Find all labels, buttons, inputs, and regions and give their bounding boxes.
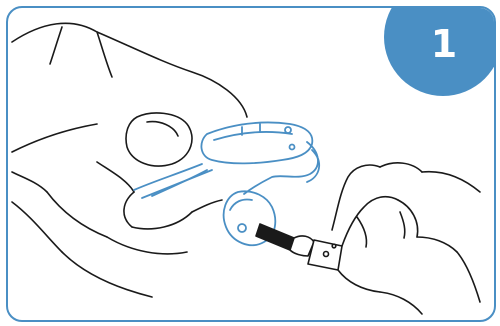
hearing-aid-icon xyxy=(133,121,321,247)
step-badge: 1 xyxy=(384,8,494,96)
filter-tool-icon xyxy=(255,223,343,271)
left-hand-icon xyxy=(11,22,248,298)
instruction-card: 1 xyxy=(6,6,496,322)
hearing-aid-illustration xyxy=(11,22,481,315)
right-hand-icon xyxy=(331,162,481,315)
step-number: 1 xyxy=(430,22,458,66)
